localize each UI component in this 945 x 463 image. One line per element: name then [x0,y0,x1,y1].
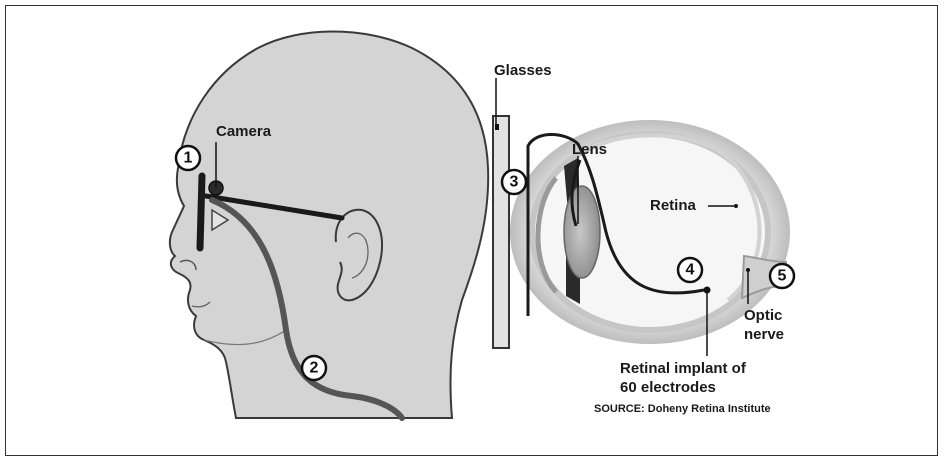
head-profile [170,32,488,419]
implant-label-2: 60 electrodes [620,379,716,396]
marker-5-number: 5 [778,268,787,285]
marker-5: 5 [770,264,794,288]
marker-3-number: 3 [510,174,519,191]
glasses-lens-side [493,116,509,348]
marker-2: 2 [302,356,326,380]
optic-nerve-leader-dot [746,268,750,272]
marker-3: 3 [502,170,526,194]
optic-nerve-label-2: nerve [744,326,784,343]
retina-label: Retina [650,197,697,214]
lens-label: Lens [572,141,607,158]
glasses-label: Glasses [494,62,552,79]
marker-4-number: 4 [686,262,695,279]
marker-4: 4 [678,258,702,282]
retina-leader-dot [734,204,738,208]
source-credit: SOURCE: Doheny Retina Institute [594,403,771,415]
camera-label: Camera [216,123,272,140]
marker-1-number: 1 [184,150,193,167]
eye-lens [564,186,600,278]
optic-nerve-label-1: Optic [744,307,782,324]
marker-2-number: 2 [310,360,319,377]
marker-1: 1 [176,146,200,170]
implant-label-1: Retinal implant of [620,360,747,377]
glasses-frame-front [200,176,202,248]
